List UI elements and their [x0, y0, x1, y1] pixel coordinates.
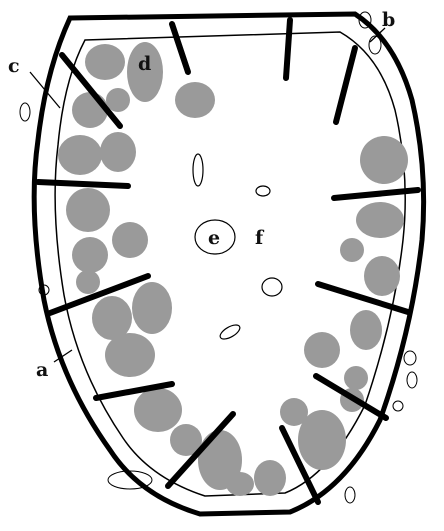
granule — [364, 256, 400, 296]
granule — [132, 282, 172, 334]
granule — [304, 332, 340, 368]
granule — [254, 460, 286, 496]
granule — [175, 82, 215, 118]
granule — [226, 472, 254, 496]
bubble — [345, 487, 355, 503]
label-a: a — [36, 359, 48, 381]
label-d: d — [138, 53, 151, 75]
granule — [76, 270, 100, 294]
granule — [112, 222, 148, 258]
granule — [360, 136, 408, 184]
granule — [85, 44, 125, 80]
bubble — [404, 351, 416, 365]
granule — [105, 333, 155, 377]
granule — [298, 410, 346, 470]
septum — [286, 20, 290, 78]
bubble — [20, 103, 30, 121]
granule — [100, 132, 136, 172]
granule — [344, 366, 368, 390]
bubble — [407, 372, 417, 388]
granule — [340, 238, 364, 262]
granule — [72, 92, 108, 128]
granule — [350, 310, 382, 350]
bubble — [393, 401, 403, 411]
label-e: e — [208, 227, 220, 249]
granule — [72, 237, 108, 273]
granule — [356, 202, 404, 238]
granule — [106, 88, 130, 112]
label-b: b — [382, 9, 395, 31]
granule — [58, 135, 102, 175]
label-c: c — [8, 55, 20, 77]
septum — [38, 182, 128, 186]
granule — [66, 188, 110, 232]
granule — [134, 388, 182, 432]
